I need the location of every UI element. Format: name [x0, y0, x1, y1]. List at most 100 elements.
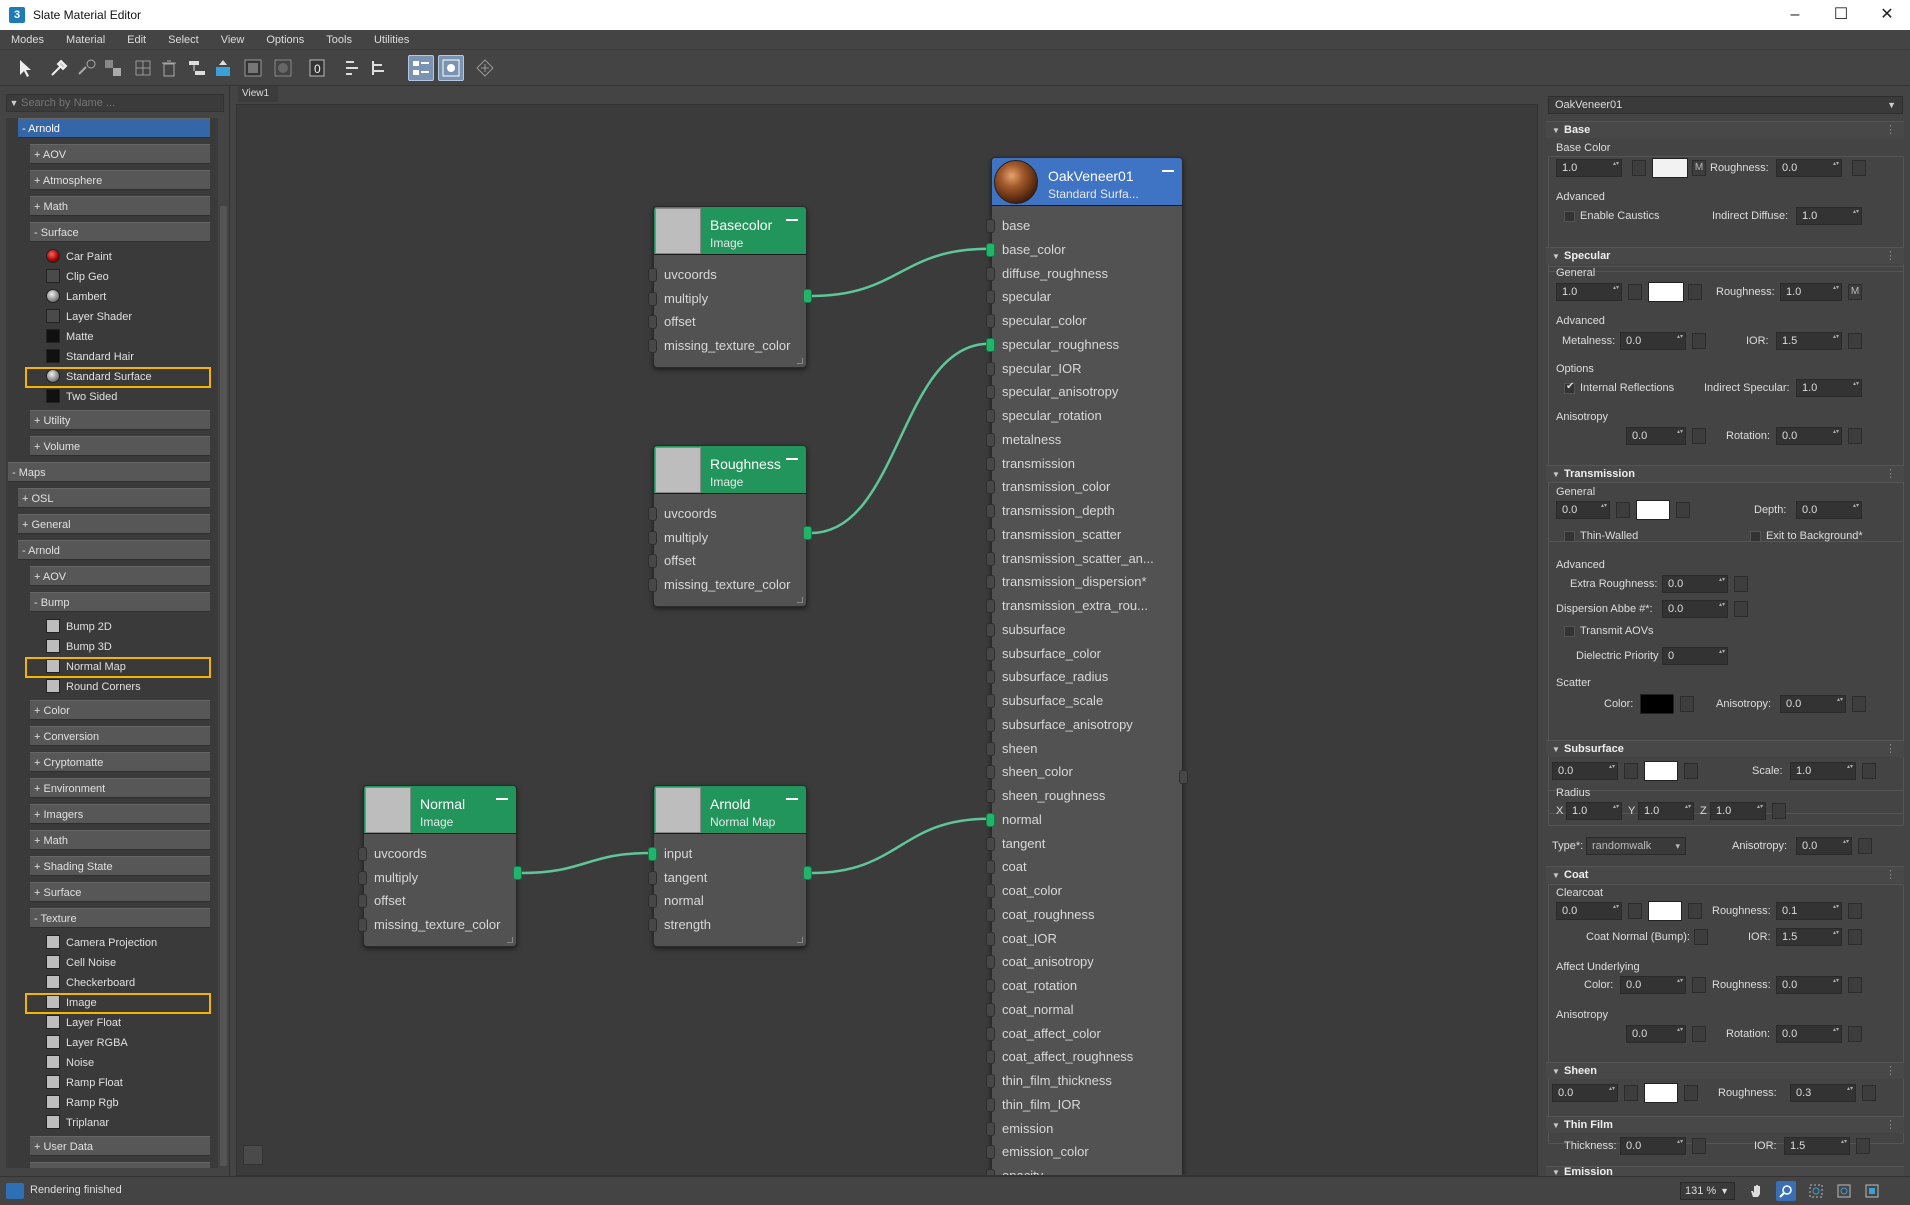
coat-weight-spinner[interactable]: 0.0 — [1556, 902, 1622, 920]
subsurface-weight-map-button[interactable] — [1624, 763, 1638, 779]
browser-item[interactable]: Checkerboard — [26, 974, 210, 993]
affect-color-spinner[interactable]: 0.0 — [1620, 976, 1686, 994]
maximize-button[interactable]: ☐ — [1833, 6, 1849, 23]
thin-walled-checkbox[interactable] — [1564, 531, 1575, 542]
sample-type-button[interactable]: 0 — [304, 55, 330, 81]
coat-anisotropy-spinner[interactable]: 0.0 — [1626, 1025, 1686, 1043]
move-children-button[interactable] — [210, 55, 236, 81]
metalness-map-button[interactable] — [1692, 333, 1706, 349]
browser-item[interactable]: Normal Map — [25, 657, 211, 678]
base-weight-spinner[interactable]: 1.0 — [1556, 159, 1622, 177]
base-color-map-button[interactable]: M — [1692, 160, 1706, 176]
specular-roughness-map-button[interactable]: M — [1848, 284, 1862, 300]
input-socket[interactable] — [358, 894, 367, 908]
subsurface-color-map-button[interactable] — [1684, 763, 1698, 779]
coat-ior-spinner[interactable]: 1.5 — [1776, 928, 1842, 946]
menu-modes[interactable]: Modes — [11, 33, 45, 46]
show-map-button[interactable] — [240, 55, 266, 81]
menu-tools[interactable]: Tools — [326, 33, 352, 46]
browser-category[interactable]: + Shading State — [30, 856, 210, 876]
layout-all-button[interactable] — [366, 55, 392, 81]
browser-item[interactable]: Bump 3D — [26, 638, 210, 657]
resize-grip[interactable] — [797, 937, 803, 943]
input-socket[interactable] — [986, 860, 995, 875]
browser-item[interactable]: Matte — [26, 328, 210, 347]
input-socket[interactable] — [986, 314, 995, 328]
coat-rotation-map-button[interactable] — [1848, 1026, 1862, 1042]
subsurface-scale-map-button[interactable] — [1862, 763, 1876, 779]
search-options-icon[interactable]: ▼ — [9, 98, 19, 108]
resize-grip[interactable] — [797, 358, 803, 364]
coat-rotation-spinner[interactable]: 0.0 — [1776, 1025, 1842, 1043]
coat-color-swatch[interactable] — [1648, 901, 1682, 921]
radius-y-spinner[interactable]: 1.0 — [1638, 802, 1694, 820]
browser-category[interactable]: - Texture — [30, 908, 210, 928]
input-socket[interactable] — [986, 1145, 995, 1160]
scatter-color-map-button[interactable] — [1680, 696, 1694, 712]
input-socket[interactable] — [986, 622, 995, 637]
affect-roughness-map-button[interactable] — [1848, 977, 1862, 993]
input-socket[interactable] — [986, 812, 995, 827]
rollout-coat[interactable]: ▼Coat⋮ — [1546, 866, 1904, 883]
metalness-spinner[interactable]: 0.0 — [1620, 332, 1686, 350]
browser-item[interactable]: Layer Shader — [26, 308, 210, 327]
input-socket[interactable] — [986, 884, 995, 898]
radius-map-button[interactable] — [1772, 803, 1786, 819]
radius-x-spinner[interactable]: 1.0 — [1566, 802, 1622, 820]
browser-scrollbar[interactable] — [220, 206, 227, 1166]
scatter-anisotropy-map-button[interactable] — [1852, 696, 1866, 712]
subsurface-color-swatch[interactable] — [1644, 761, 1678, 781]
input-socket[interactable] — [986, 1121, 995, 1136]
browser-category[interactable]: - Surface — [30, 222, 210, 242]
input-socket[interactable] — [986, 219, 995, 233]
input-socket[interactable] — [648, 268, 657, 282]
input-socket[interactable] — [986, 527, 995, 542]
minimize-button[interactable]: – — [1790, 6, 1800, 23]
browser-category[interactable]: + Utility — [30, 410, 210, 430]
input-socket[interactable] — [986, 599, 995, 613]
indirect-specular-spinner[interactable]: 1.0 — [1796, 379, 1862, 397]
browser-category[interactable]: + Math — [30, 830, 210, 850]
browser-item[interactable]: Car Paint — [26, 248, 210, 267]
sheen-weight-spinner[interactable]: 0.0 — [1552, 1084, 1618, 1102]
input-socket[interactable] — [648, 291, 657, 306]
input-socket[interactable] — [986, 409, 995, 423]
zoom-extents-selected-button[interactable] — [1862, 1181, 1882, 1201]
transmission-depth-spinner[interactable]: 0.0 — [1796, 501, 1862, 519]
base-roughness-spinner[interactable]: 0.0 — [1776, 159, 1842, 177]
input-socket[interactable] — [986, 337, 995, 352]
zoom-extents-button[interactable] — [1834, 1181, 1854, 1201]
assign-material-button[interactable] — [100, 55, 126, 81]
rollout-thin-film[interactable]: ▼Thin Film⋮ — [1546, 1116, 1904, 1133]
specular-weight-spinner[interactable]: 1.0 — [1556, 283, 1622, 301]
input-socket[interactable] — [648, 870, 657, 885]
input-socket[interactable] — [986, 480, 995, 495]
menu-utilities[interactable]: Utilities — [373, 33, 410, 46]
indirect-diffuse-spinner[interactable]: 1.0 — [1796, 207, 1862, 225]
input-socket[interactable] — [986, 765, 995, 780]
specular-color-swatch[interactable] — [1648, 282, 1684, 302]
browser-category[interactable]: + Volume — [30, 436, 210, 456]
browser-item[interactable]: Bump 2D — [26, 618, 210, 637]
browser-category[interactable]: + AOV — [30, 566, 210, 586]
specular-weight-map-button[interactable] — [1628, 284, 1642, 300]
show-background-button[interactable] — [270, 55, 296, 81]
dielectric-priority-spinner[interactable]: 0 — [1662, 647, 1728, 665]
input-socket[interactable] — [648, 894, 657, 908]
coat-normal-map-button[interactable] — [1694, 929, 1708, 945]
input-socket[interactable] — [648, 577, 657, 592]
radius-z-spinner[interactable]: 1.0 — [1710, 802, 1766, 820]
coat-roughness-spinner[interactable]: 0.1 — [1776, 902, 1842, 920]
output-socket[interactable] — [803, 289, 812, 303]
browser-category[interactable]: + User Data — [30, 1136, 210, 1156]
minimize-node-icon[interactable] — [496, 798, 508, 800]
output-socket[interactable] — [803, 866, 812, 880]
input-socket[interactable] — [986, 1026, 995, 1041]
